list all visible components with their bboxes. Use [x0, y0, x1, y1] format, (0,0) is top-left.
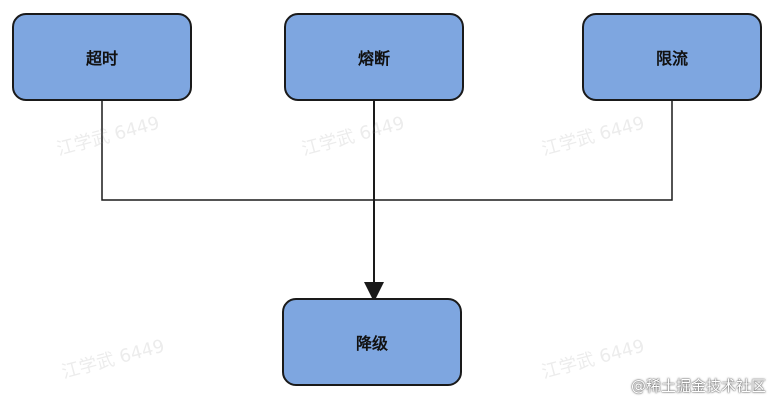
- node-degrade: 降级: [282, 298, 462, 386]
- connector-timeout: [101, 101, 372, 201]
- node-circuit-breaker: 熔断: [284, 13, 464, 101]
- connector-ratelimit: [372, 101, 673, 201]
- node-label: 限流: [655, 49, 688, 68]
- node-label: 超时: [85, 49, 118, 68]
- node-timeout: 超时: [12, 13, 192, 101]
- node-label: 降级: [355, 334, 388, 353]
- footer-watermark: @稀土掘金技术社区: [630, 377, 766, 395]
- node-label: 熔断: [357, 49, 390, 68]
- node-rate-limit: 限流: [582, 13, 762, 101]
